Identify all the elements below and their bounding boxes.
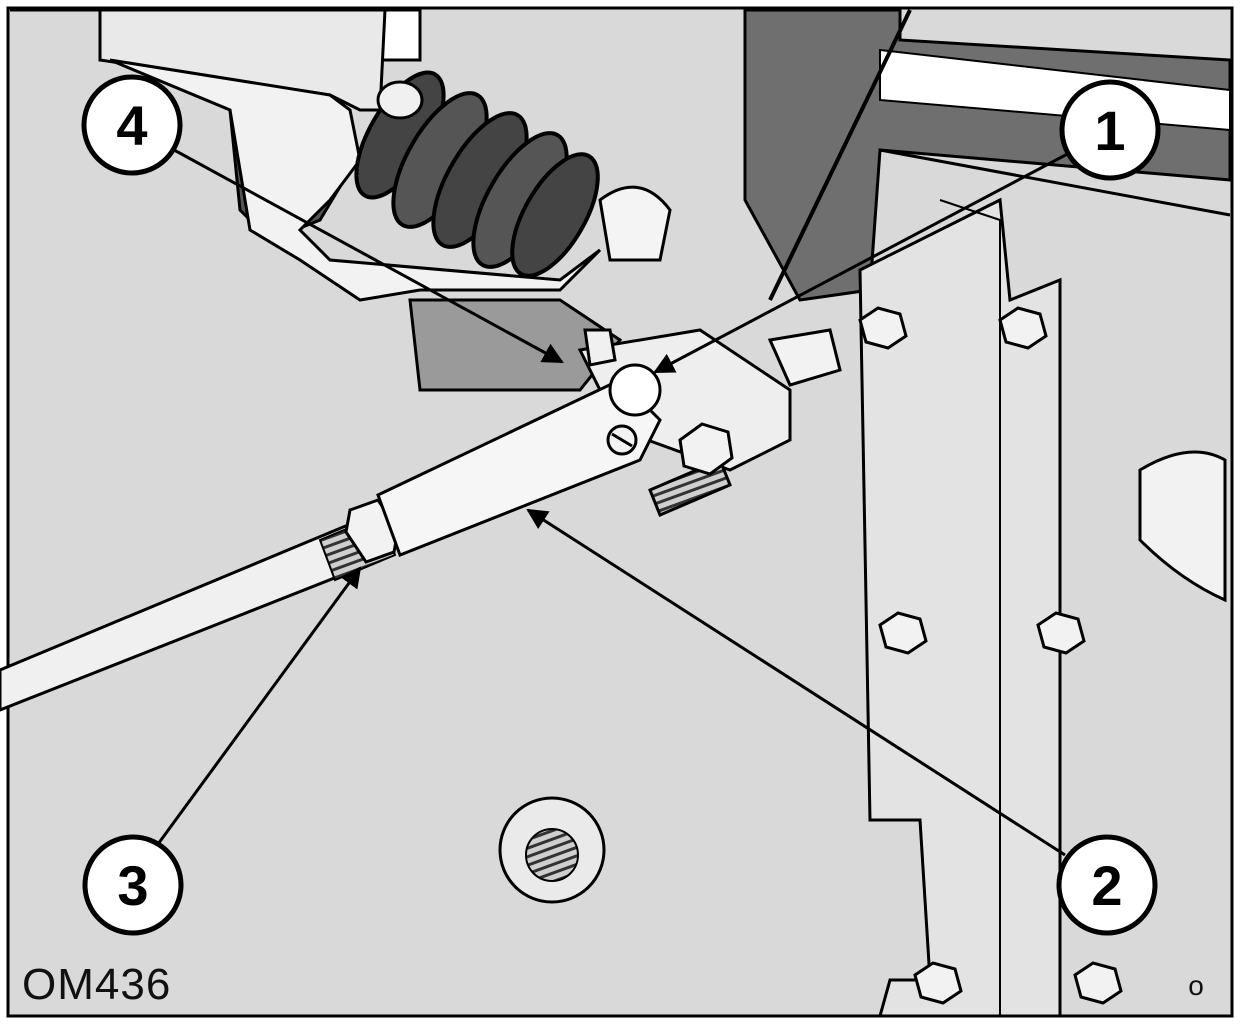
callout-4: 4 [81, 74, 183, 176]
pin-screw-slot [611, 432, 633, 448]
figure-code: OM436 [22, 960, 172, 1009]
leader-2 [526, 508, 1066, 857]
callout-1-label: 1 [1094, 99, 1125, 162]
leader-4 [164, 143, 564, 364]
gearbox-housing [858, 197, 1062, 1018]
rod-end-fork [376, 378, 662, 557]
callout-1: 1 [1059, 79, 1161, 181]
callout-3-label: 3 [117, 854, 148, 917]
callout-leaders [148, 143, 1076, 857]
callout-2-label: 2 [1091, 854, 1122, 917]
adjuster-nut [767, 328, 842, 387]
grease-nipple [583, 328, 617, 367]
side-fitting [1138, 450, 1227, 603]
leader-3 [148, 566, 362, 856]
lever-outline [109, 58, 602, 302]
callout-4-label: 4 [116, 94, 147, 157]
dome-cap [598, 185, 672, 262]
spring-anchor-bolt [376, 80, 424, 120]
housing-bolts [858, 306, 1123, 1005]
panel-lower-edge [879, 148, 1231, 217]
callout-2: 2 [1056, 834, 1158, 936]
stud-nut [678, 422, 734, 476]
clevis-pin [608, 363, 662, 417]
corner-mark: o [1188, 970, 1204, 1001]
socket-thread [525, 828, 579, 882]
callout-3: 3 [82, 834, 184, 936]
housing-edge [939, 199, 1001, 1016]
panel-edge [768, 9, 912, 301]
leader-1 [653, 148, 1076, 374]
upper-bracket [98, 8, 387, 112]
